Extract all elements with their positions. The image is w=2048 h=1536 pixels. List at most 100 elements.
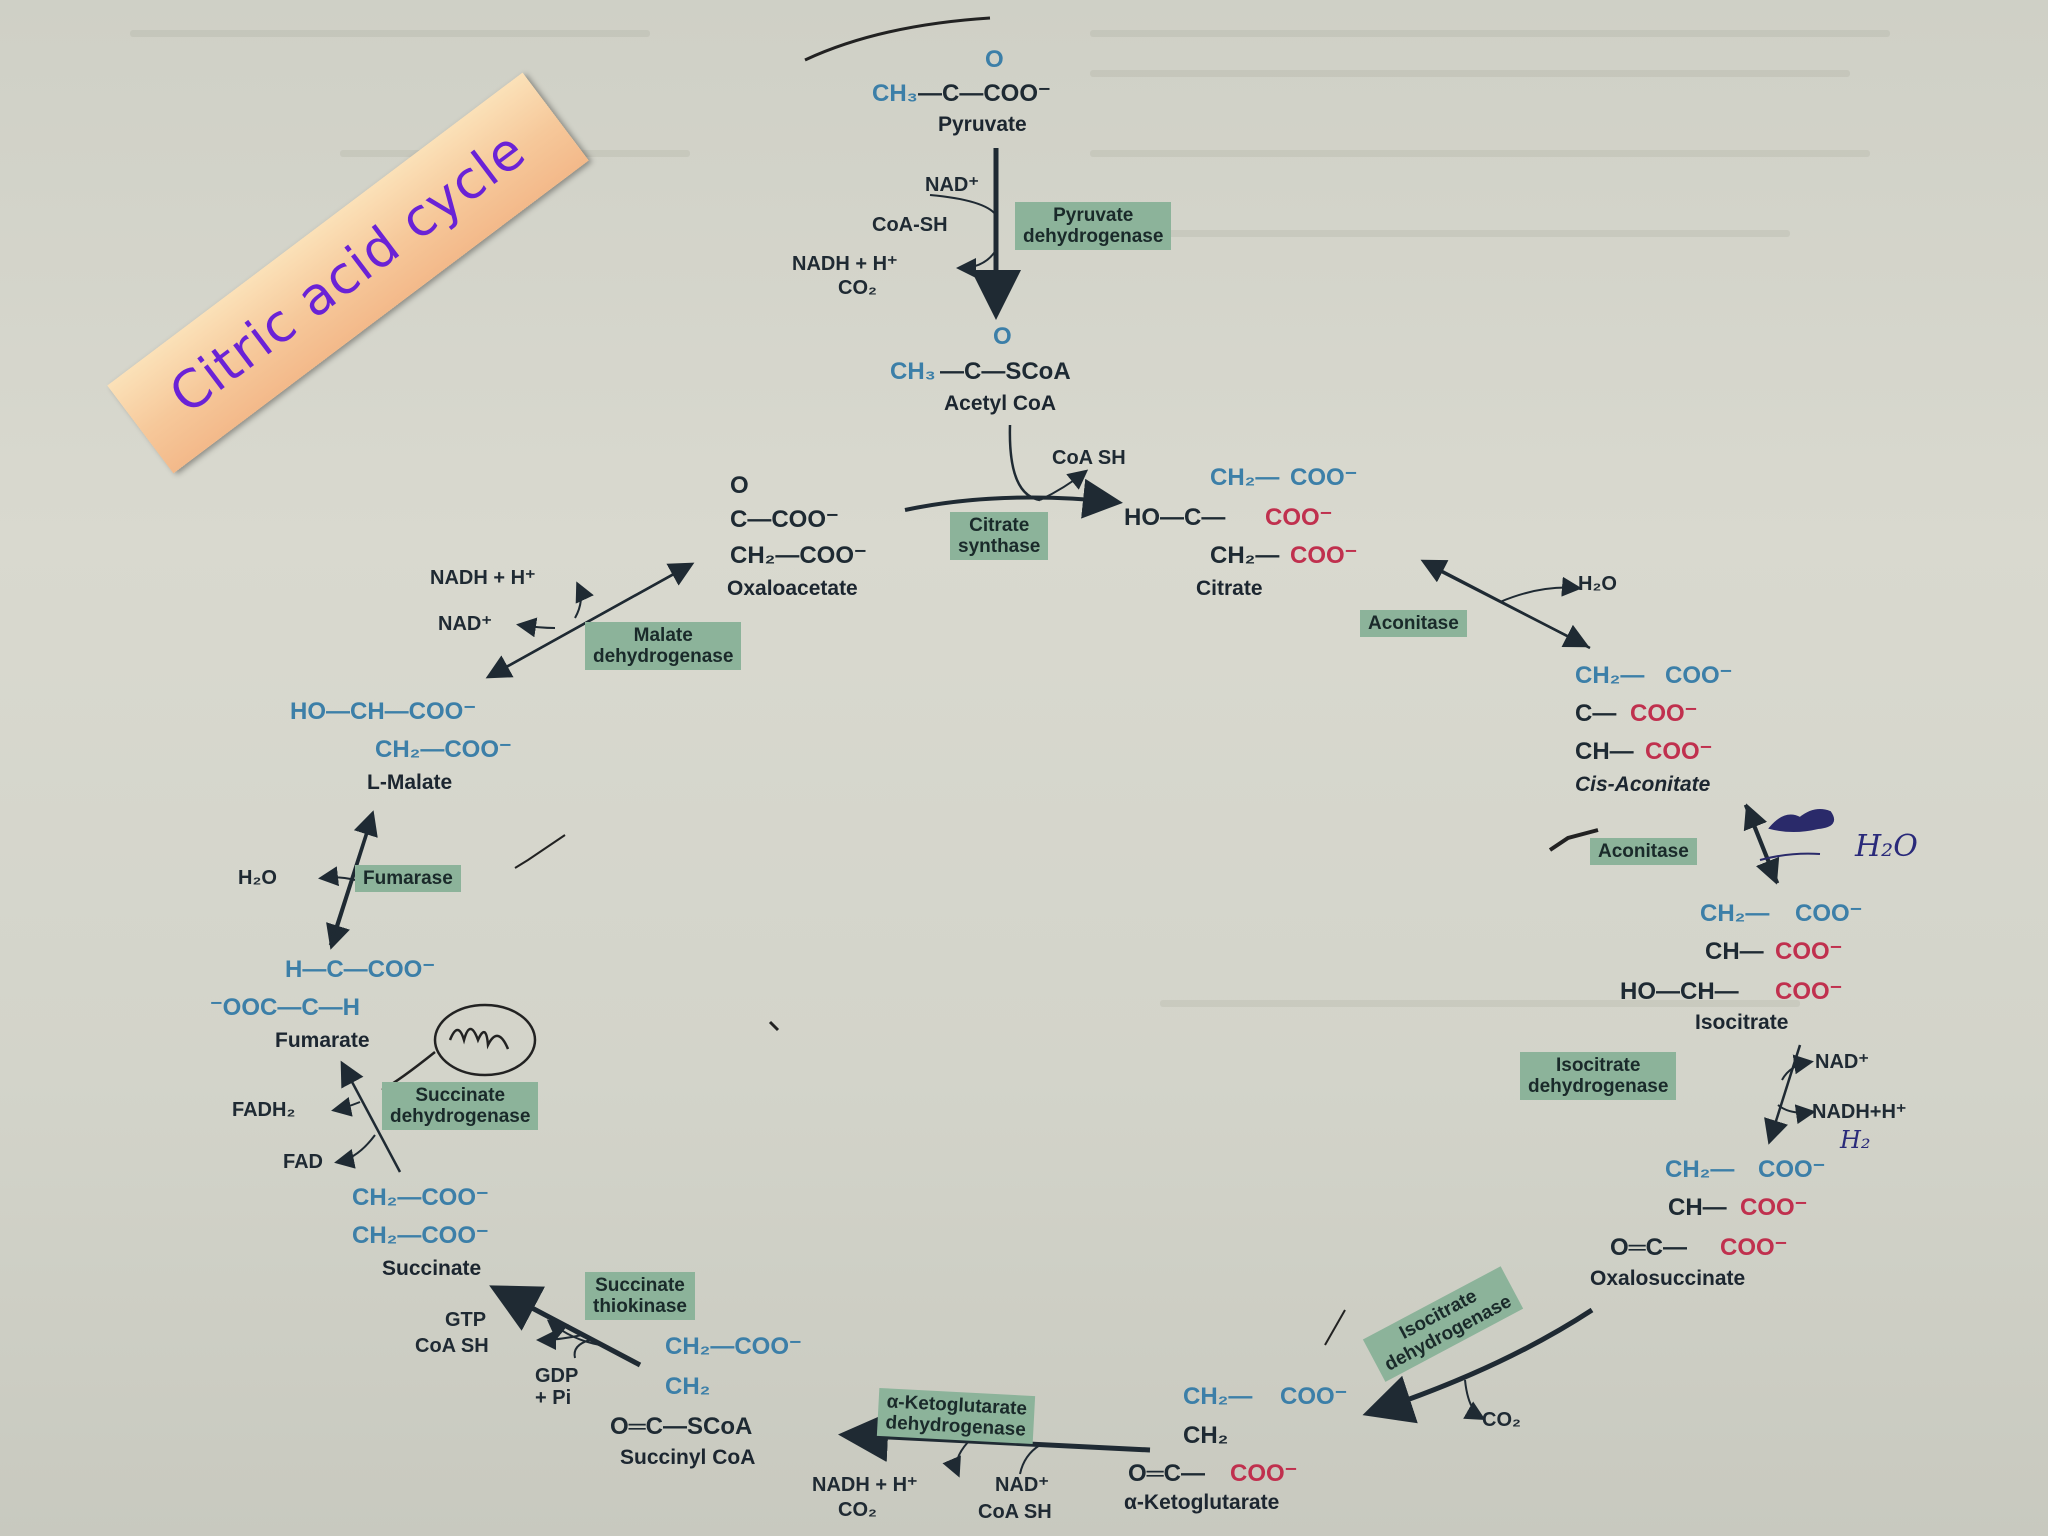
- succinyl-coa-line3: O═C—SCoA: [610, 1413, 753, 1440]
- succinate-line2: CH₂—COO⁻: [352, 1222, 489, 1249]
- cofactor-curve: [1499, 576, 1582, 603]
- pen-stroke: [804, 16, 991, 62]
- enzyme-label: Fumarase: [363, 868, 453, 889]
- enzyme-label: Succinate: [415, 1085, 506, 1106]
- background-text-line: [1160, 1000, 1800, 1007]
- pyruvate-label: Pyruvate: [938, 113, 1027, 136]
- malate-line1: HO—CH—COO⁻: [290, 698, 476, 725]
- isocitrate-coo2: COO⁻: [1775, 938, 1843, 965]
- enzyme-isocitrate-dehydrogenase: Isocitrate dehydrogenase: [1520, 1052, 1677, 1100]
- citrate-hoc: HO—C—: [1124, 504, 1226, 531]
- arrow-idh: [1764, 1044, 1802, 1145]
- enzyme-label: Aconitase: [1598, 841, 1689, 862]
- background-text-line: [1090, 150, 1870, 157]
- cis-aconitate-label: Cis-Aconitate: [1575, 773, 1711, 796]
- fumarate-label: Fumarate: [275, 1029, 370, 1052]
- oxalosuccinate-coo2: COO⁻: [1740, 1194, 1808, 1221]
- mdh-nad: NAD⁺: [438, 613, 492, 635]
- enzyme-citrate-synthase: Citrate synthase: [950, 512, 1049, 560]
- isocitrate-hoch: HO—CH—: [1620, 978, 1739, 1005]
- cofactor-curve: [1039, 469, 1089, 501]
- malate-label: L-Malate: [367, 771, 453, 794]
- succinate-line1: CH₂—COO⁻: [352, 1184, 489, 1211]
- idh-nad: NAD⁺: [1815, 1051, 1869, 1073]
- enzyme-label: Pyruvate: [1053, 205, 1134, 226]
- succinyl-coa-label: Succinyl CoA: [620, 1446, 756, 1469]
- pyruvate-formula: —C—COO⁻: [918, 80, 1051, 107]
- pen-check: [1548, 828, 1599, 852]
- cofactor-curve: [929, 194, 997, 216]
- succinate-label: Succinate: [382, 1257, 482, 1280]
- enzyme-label: dehydrogenase: [1023, 226, 1164, 247]
- stk-gdp: GDP: [535, 1365, 579, 1387]
- cofactor-curve: [318, 866, 356, 887]
- arrow-mdh-rev: [485, 563, 691, 679]
- stk-pi: + Pi: [535, 1387, 572, 1409]
- oxalosuccinate-coo1: COO⁻: [1758, 1156, 1826, 1183]
- akg-nad: NAD⁺: [995, 1474, 1049, 1496]
- cofactor-curve: [573, 1339, 591, 1359]
- akg-ch2b: CH₂: [1183, 1422, 1229, 1449]
- pen-scribble: [448, 1027, 510, 1050]
- cis-aconitate-ch2: CH₂—: [1575, 662, 1645, 689]
- cofactor-curve: [536, 1329, 583, 1350]
- succinyl-coa-line2: CH₂: [665, 1373, 711, 1400]
- sdh-fadh2: FADH₂: [232, 1099, 296, 1121]
- pyruvate-ch3: CH₃: [872, 80, 918, 107]
- oxaloacetate-line3: CH₂—COO⁻: [730, 542, 867, 569]
- citrate-coo1: COO⁻: [1290, 464, 1358, 491]
- enzyme-pyruvate-dehydrogenase: Pyruvate dehydrogenase: [1015, 202, 1172, 250]
- background-text-line: [1090, 30, 1890, 37]
- cs-coash: CoA SH: [1052, 447, 1126, 469]
- citrate-coo3: COO⁻: [1290, 542, 1358, 569]
- enzyme-succinate-dehydrogenase: Succinate dehydrogenase: [382, 1082, 539, 1130]
- cofactor-curve: [334, 1134, 376, 1169]
- oxalosuccinate-oc: O═C—: [1610, 1234, 1688, 1261]
- isocitrate-coo3: COO⁻: [1775, 978, 1843, 1005]
- acetyl-coa-oxygen: O: [993, 323, 1012, 350]
- cis-aconitate-c: C—: [1575, 700, 1617, 727]
- oxaloacetate-label: Oxaloacetate: [727, 577, 858, 600]
- enzyme-label: Isocitrate: [1555, 1055, 1641, 1076]
- cofactor-curve: [942, 1441, 969, 1478]
- isocitrate-ch2: CH₂—: [1700, 900, 1770, 927]
- citrate-coo2: COO⁻: [1265, 504, 1333, 531]
- pen-stroke: [1759, 852, 1821, 861]
- akg-nadh: NADH + H⁺: [812, 1474, 918, 1496]
- arrow-citrate-synthase: [904, 478, 1123, 519]
- mdh-nadh: NADH + H⁺: [430, 567, 536, 589]
- citrate-label: Citrate: [1196, 577, 1263, 600]
- stk-gtp: GTP: [445, 1309, 487, 1331]
- enzyme-label: dehydrogenase: [1528, 1076, 1669, 1097]
- arrow-idh-2: [1362, 1307, 1594, 1424]
- cis-aconitate-ch: CH—: [1575, 738, 1634, 765]
- enzyme-label: Citrate: [969, 515, 1030, 536]
- isocitrate-coo1: COO⁻: [1795, 900, 1863, 927]
- pdh-coash: CoA-SH: [872, 214, 948, 236]
- enzyme-fumarase: Fumarase: [355, 865, 461, 892]
- fumarate-line2: ⁻OOC—C—H: [210, 994, 360, 1021]
- enzyme-label: thiokinase: [593, 1296, 687, 1317]
- fumarate-line1: H—C—COO⁻: [285, 956, 435, 983]
- handwritten-h2o: H₂O: [1855, 829, 1918, 864]
- cofactor-curve: [1777, 1104, 1816, 1125]
- acetyl-coa-line: [1008, 424, 1041, 502]
- background-text-line: [1090, 70, 1850, 77]
- enzyme-label: synthase: [958, 536, 1041, 557]
- enzyme-label: Succinate: [595, 1275, 685, 1296]
- idh2-co2: CO₂: [1482, 1409, 1521, 1431]
- akg-coo1: COO⁻: [1280, 1383, 1348, 1410]
- pyruvate-oxygen: O: [985, 46, 1004, 73]
- idh-nadh: NADH+H⁺: [1812, 1101, 1907, 1123]
- pen-scribble: [1768, 809, 1834, 832]
- isocitrate-ch: CH—: [1705, 938, 1764, 965]
- arrow-aconitase-2-rev: [1743, 803, 1780, 884]
- enzyme-label: Malate: [633, 625, 693, 646]
- acon-h2o: H₂O: [1578, 573, 1617, 595]
- citrate-ch2b: CH₂—: [1210, 542, 1280, 569]
- enzyme-malate-dehydrogenase: Malate dehydrogenase: [585, 622, 742, 670]
- oxaloacetate-line2: C—COO⁻: [730, 506, 839, 533]
- cofactor-curve: [331, 1097, 361, 1117]
- cofactor-curve: [956, 249, 997, 278]
